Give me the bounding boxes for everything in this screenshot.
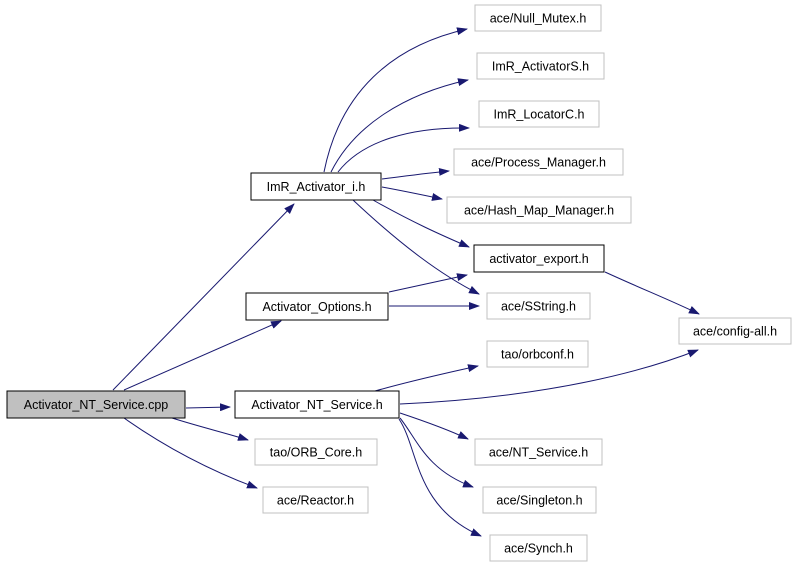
node-activator-options-h[interactable]: Activator_Options.h <box>245 292 389 321</box>
node-box-ace-config-all-h <box>678 317 792 345</box>
edge-imr-activator-i-h-to-imr-activators-h <box>330 78 469 173</box>
node-box-ace-hash-map-manager-h <box>446 196 632 224</box>
node-box-ace-reactor-h <box>262 486 369 514</box>
edge-imr-activator-i-h-to-ace-sstring-h <box>352 199 480 295</box>
node-box-ace-process-manager-h <box>453 148 624 176</box>
node-box-activator-nt-service-h[interactable] <box>234 390 400 419</box>
node-label-imr-locatorc-h: ImR_LocatorC.h <box>493 108 584 122</box>
node-ace-reactor-h: ace/Reactor.h <box>262 486 369 514</box>
node-label-activator-export-h: activator_export.h <box>489 252 588 266</box>
edge-activator-nt-service-h-to-ace-nt-service-h <box>399 412 469 440</box>
edge-imr-activator-i-h-to-ace-process-manager-h <box>381 167 450 180</box>
node-ace-synch-h: ace/Synch.h <box>489 534 588 562</box>
node-label-imr-activators-h: ImR_ActivatorS.h <box>492 60 589 74</box>
node-box-imr-activator-i-h[interactable] <box>250 172 382 201</box>
node-imr-locatorc-h: ImR_LocatorC.h <box>478 100 600 128</box>
node-activator-nt-service-cpp: Activator_NT_Service.cpp <box>6 390 186 419</box>
node-box-activator-export-h[interactable] <box>473 244 605 273</box>
edge-activator-nt-service-cpp-to-activator-options-h <box>123 320 282 391</box>
edge-imr-activator-i-h-to-activator-export-h <box>372 199 470 248</box>
node-label-imr-activator-i-h: ImR_Activator_i.h <box>267 180 366 194</box>
node-label-ace-null-mutex-h: ace/Null_Mutex.h <box>490 12 587 26</box>
edge-activator-nt-service-cpp-to-activator-nt-service-h <box>185 403 231 412</box>
edge-imr-activator-i-h-to-imr-locatorc-h <box>337 123 470 173</box>
node-ace-config-all-h: ace/config-all.h <box>678 317 792 345</box>
node-label-ace-nt-service-h: ace/NT_Service.h <box>489 446 588 460</box>
node-label-ace-synch-h: ace/Synch.h <box>504 542 573 556</box>
node-box-ace-null-mutex-h <box>474 4 602 32</box>
edge-activator-nt-service-cpp-to-tao-orb-core-h <box>171 417 249 441</box>
edge-activator-nt-service-h-to-ace-config-all-h <box>399 349 699 405</box>
node-label-ace-singleton-h: ace/Singleton.h <box>496 494 582 508</box>
node-box-ace-singleton-h <box>482 486 597 514</box>
node-ace-process-manager-h: ace/Process_Manager.h <box>453 148 624 176</box>
edge-activator-nt-service-cpp-to-imr-activator-i-h <box>112 203 295 391</box>
node-ace-null-mutex-h: ace/Null_Mutex.h <box>474 4 602 32</box>
node-ace-singleton-h: ace/Singleton.h <box>482 486 597 514</box>
node-label-tao-orbconf-h: tao/orbconf.h <box>501 348 574 362</box>
edge-activator-export-h-to-ace-config-all-h <box>604 271 700 315</box>
node-label-ace-sstring-h: ace/SString.h <box>501 300 576 314</box>
node-imr-activator-i-h[interactable]: ImR_Activator_i.h <box>250 172 382 201</box>
edge-activator-options-h-to-activator-export-h <box>388 273 468 293</box>
node-box-ace-sstring-h <box>486 292 591 320</box>
node-ace-nt-service-h: ace/NT_Service.h <box>474 438 603 466</box>
node-ace-sstring-h: ace/SString.h <box>486 292 591 320</box>
edge-imr-activator-i-h-to-ace-hash-map-manager-h <box>381 186 443 201</box>
node-imr-activators-h: ImR_ActivatorS.h <box>476 52 605 80</box>
node-activator-nt-service-h[interactable]: Activator_NT_Service.h <box>234 390 400 419</box>
edges-layer <box>112 27 700 537</box>
node-box-activator-nt-service-cpp <box>6 390 186 419</box>
node-box-ace-synch-h <box>489 534 588 562</box>
node-activator-export-h[interactable]: activator_export.h <box>473 244 605 273</box>
node-label-ace-process-manager-h: ace/Process_Manager.h <box>471 156 606 170</box>
edge-imr-activator-i-h-to-ace-null-mutex-h <box>323 27 468 173</box>
node-box-activator-options-h[interactable] <box>245 292 389 321</box>
node-label-ace-reactor-h: ace/Reactor.h <box>277 494 354 508</box>
node-box-imr-locatorc-h <box>478 100 600 128</box>
node-box-ace-nt-service-h <box>474 438 603 466</box>
node-label-activator-nt-service-cpp: Activator_NT_Service.cpp <box>24 398 169 412</box>
node-label-ace-config-all-h: ace/config-all.h <box>693 325 777 339</box>
node-label-activator-nt-service-h: Activator_NT_Service.h <box>251 398 382 412</box>
node-label-tao-orb-core-h: tao/ORB_Core.h <box>270 446 362 460</box>
edge-activator-nt-service-h-to-ace-synch-h <box>398 418 482 537</box>
node-box-tao-orb-core-h <box>254 438 378 466</box>
node-tao-orb-core-h: tao/ORB_Core.h <box>254 438 378 466</box>
edge-activator-nt-service-h-to-tao-orbconf-h <box>374 364 479 392</box>
node-box-imr-activators-h <box>476 52 605 80</box>
node-ace-hash-map-manager-h: ace/Hash_Map_Manager.h <box>446 196 632 224</box>
nodes-layer: Activator_NT_Service.cpp ImR_Activator_i.… <box>6 4 792 562</box>
node-label-activator-options-h: Activator_Options.h <box>262 300 371 314</box>
edge-activator-nt-service-h-to-ace-singleton-h <box>399 417 474 488</box>
edge-activator-nt-service-cpp-to-ace-reactor-h <box>123 417 258 489</box>
node-label-ace-hash-map-manager-h: ace/Hash_Map_Manager.h <box>464 204 614 218</box>
node-box-tao-orbconf-h <box>486 340 589 368</box>
node-tao-orbconf-h: tao/orbconf.h <box>486 340 589 368</box>
